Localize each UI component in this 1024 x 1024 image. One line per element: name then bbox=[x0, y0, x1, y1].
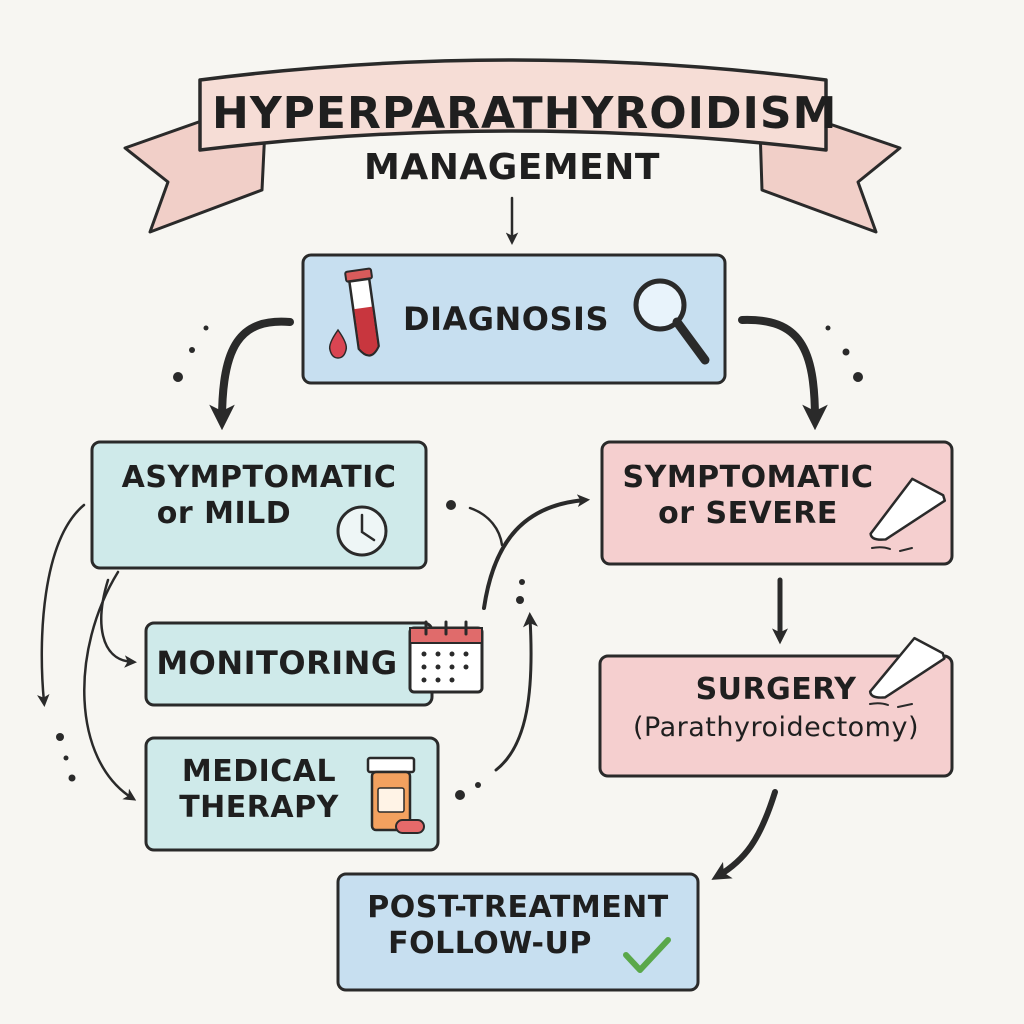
arrow-asymptomatic-to-symptomatic bbox=[482, 494, 591, 610]
followup-label: POST-TREATMENT FOLLOW-UP bbox=[344, 890, 692, 962]
arrow-diagnosis-to-symptomatic bbox=[738, 315, 828, 431]
followup-box bbox=[336, 872, 700, 992]
symptomatic-label: SYMPTOMATIC or SEVERE bbox=[612, 460, 884, 532]
medical-line1: MEDICAL bbox=[181, 754, 337, 789]
followup-line1: POST-TREATMENT bbox=[367, 890, 669, 925]
arrow-asymptomatic-to-monitoring bbox=[100, 578, 137, 668]
asymptomatic-line2: or MILD bbox=[156, 496, 292, 531]
followup-line2: FOLLOW-UP bbox=[388, 926, 592, 961]
symptomatic-line2: or SEVERE bbox=[658, 496, 838, 531]
arrow-diagnosis-to-asymptomatic bbox=[209, 317, 294, 431]
magnifier-icon bbox=[633, 278, 710, 365]
diagnosis-label: DIAGNOSIS bbox=[403, 300, 609, 338]
surgery-label: SURGERY (Parathyroidectomy) bbox=[606, 672, 946, 744]
medical-therapy-box bbox=[144, 736, 440, 852]
arrow-surgery-to-followup bbox=[711, 789, 778, 880]
asymptomatic-line1: ASYMPTOMATIC bbox=[121, 460, 397, 495]
diagram-subtitle: MANAGEMENT bbox=[364, 147, 660, 188]
title-ribbon bbox=[123, 58, 902, 234]
scalpel-icon bbox=[869, 477, 947, 552]
decorative-dots bbox=[56, 325, 863, 800]
symptomatic-box bbox=[600, 440, 954, 566]
test-tube-icon bbox=[344, 267, 380, 357]
monitoring-label: MONITORING bbox=[156, 644, 398, 682]
surgery-line2: (Parathyroidectomy) bbox=[632, 712, 919, 743]
arrow-left-down bbox=[37, 503, 86, 707]
arrow-medical-to-symptomatic bbox=[494, 612, 538, 772]
surgery-box bbox=[598, 654, 954, 778]
medical-therapy-label: MEDICAL THERAPY bbox=[154, 754, 364, 826]
clock-icon bbox=[336, 505, 388, 557]
diagnosis-box bbox=[301, 253, 727, 385]
asymptomatic-label: ASYMPTOMATIC or MILD bbox=[98, 460, 420, 532]
checkmark-icon bbox=[623, 937, 671, 973]
medical-line2: THERAPY bbox=[179, 790, 339, 825]
pill-bottle-icon bbox=[366, 756, 425, 834]
blood-drop-icon bbox=[328, 328, 348, 359]
surgery-line1: SURGERY bbox=[695, 672, 857, 707]
scalpel-icon bbox=[868, 636, 946, 708]
arrow-dashed-curve bbox=[468, 506, 504, 547]
arrow-asymptomatic-to-medical bbox=[83, 570, 137, 801]
diagram-title: HYPERPARATHYROIDISM bbox=[212, 88, 838, 139]
symptomatic-line1: SYMPTOMATIC bbox=[622, 460, 874, 495]
calendar-icon bbox=[408, 620, 484, 694]
